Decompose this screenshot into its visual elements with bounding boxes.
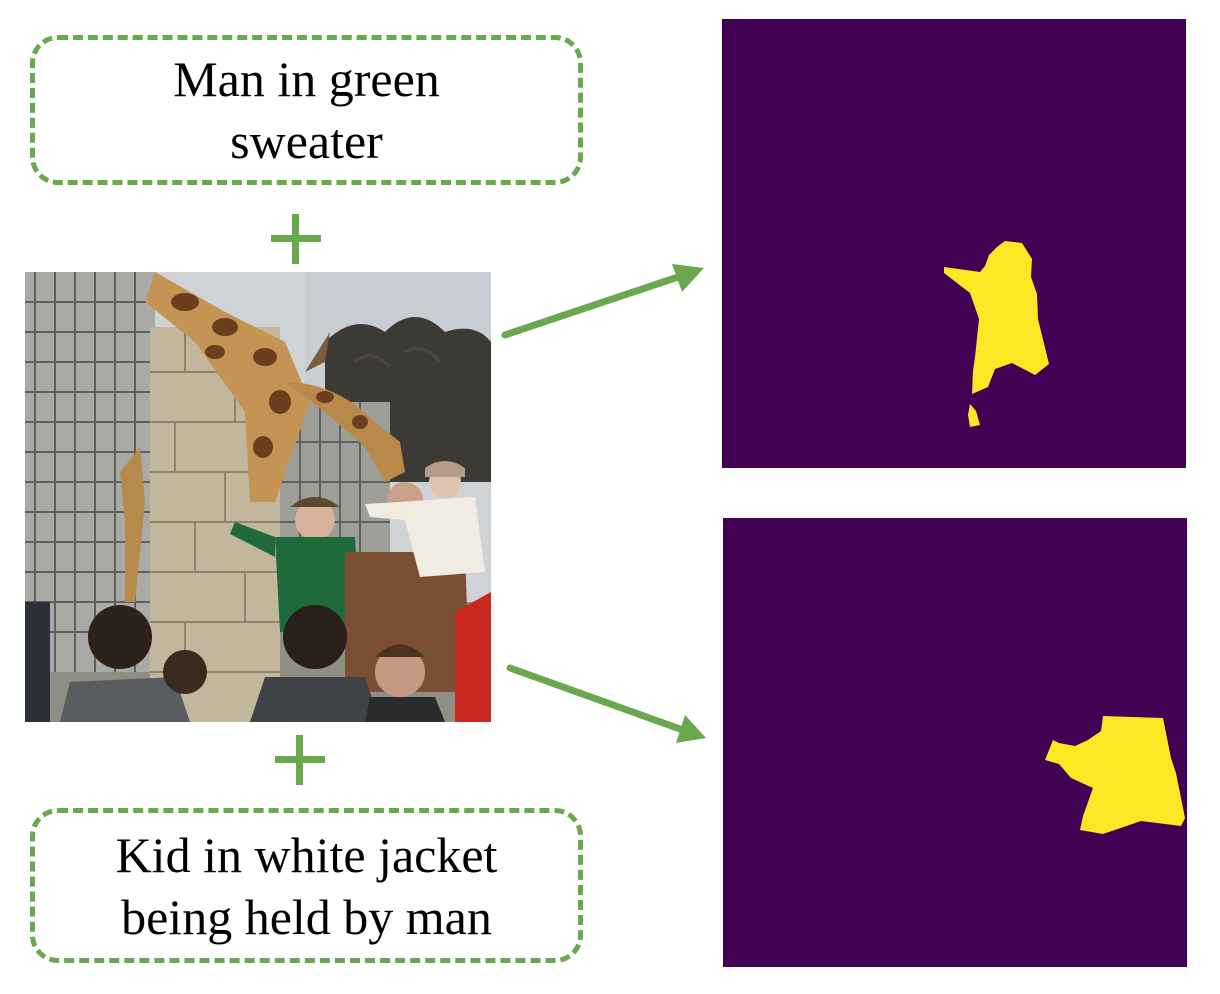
prompt-bottom-line2: being held by man	[121, 888, 492, 945]
prompt-box-bottom: Kid in white jacket being held by man	[30, 808, 583, 963]
mask-output-bottom	[723, 518, 1187, 967]
plus-icon-bottom	[275, 735, 325, 785]
prompt-top-line2: sweater	[230, 113, 383, 169]
photo-illustration	[25, 272, 491, 722]
arrow-to-bottom-mask	[506, 664, 706, 743]
prompt-bottom-line1: Kid in white jacket	[115, 826, 498, 883]
mask-shape-man	[944, 241, 1049, 427]
plus-icon-top	[271, 214, 321, 264]
input-photo	[25, 272, 491, 722]
prompt-box-top: Man in green sweater	[30, 35, 583, 185]
prompt-top-line1: Man in green	[173, 51, 440, 107]
mask-output-top	[722, 19, 1186, 468]
mask-shape-kid	[1045, 716, 1185, 834]
arrow-to-top-mask	[501, 264, 704, 339]
